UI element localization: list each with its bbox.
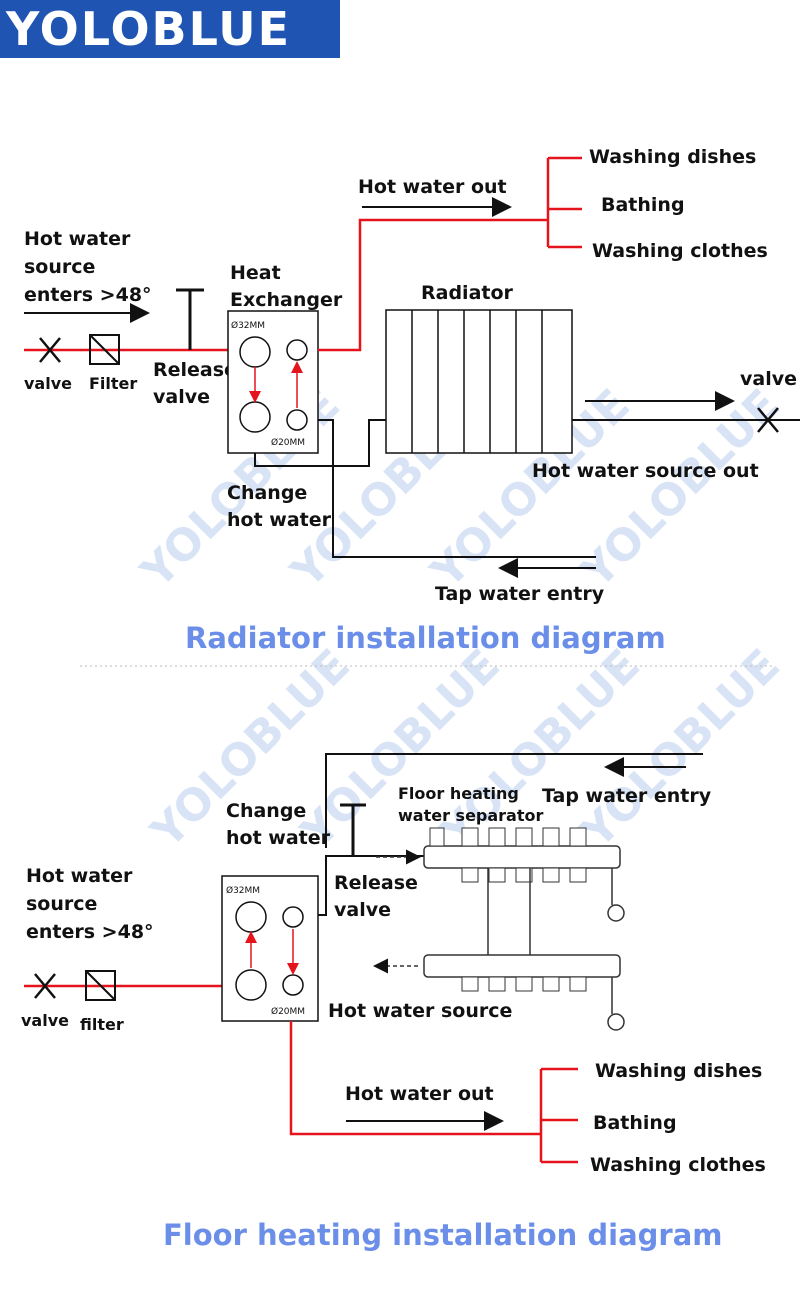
hot-water-source-line1: Hot water (24, 228, 131, 250)
radiator-diagram-title: Radiator installation diagram (185, 621, 666, 655)
valve-icon (39, 337, 61, 363)
valve-label: valve (24, 374, 72, 393)
floor-heat-exchanger: Ø32MM Ø20MM (221, 875, 319, 1022)
heat-exchanger: Ø32MM Ø20MM (227, 310, 319, 454)
tap-water-top-pipe (325, 753, 703, 848)
hot-water-source-out-label: Hot water source out (532, 460, 759, 482)
floor-hot-water-source-label: Hot water source (328, 1000, 512, 1022)
floor-release-valve-line1: Release (334, 872, 418, 894)
change-hot-water-line2: hot water (227, 509, 332, 531)
heat-exchanger-line2: Exchanger (230, 289, 343, 311)
hot-water-source-line2: source (24, 256, 95, 278)
hot-out-pipe (318, 218, 548, 352)
floor-dia-large: Ø32MM (226, 885, 260, 896)
release-valve-icon (176, 288, 204, 350)
dia-large-label: Ø32MM (231, 320, 265, 331)
separator-line2: water separator (398, 806, 543, 825)
radiator-diagram: Hot water source enters >48° valve Filte… (24, 146, 800, 655)
brand-logo: YOLOBLUE (0, 0, 340, 58)
floor-valve-label: valve (21, 1011, 69, 1030)
valve-right-icon (757, 407, 779, 433)
dia-small-label: Ø20MM (271, 437, 305, 448)
floor-hot-water-out-label: Hot water out (345, 1083, 494, 1105)
exchanger-radiator-pipe (254, 419, 386, 467)
floor-output-bathing: Bathing (593, 1112, 677, 1134)
floor-output-washing-dishes: Washing dishes (595, 1060, 762, 1082)
output-washing-dishes: Washing dishes (589, 146, 756, 168)
floor-heating-diagram: Tap water entry Floor heating water sepa… (21, 753, 766, 1252)
floor-change-hot-water-line1: Change (226, 800, 306, 822)
hot-water-source-line3: enters >48° (24, 284, 152, 306)
floor-change-hot-water-line2: hot water (226, 827, 331, 849)
floor-source-line3: enters >48° (26, 921, 154, 943)
floor-filter-label: filter (80, 1015, 124, 1034)
radiator-label: Radiator (421, 282, 514, 304)
hot-water-out-label: Hot water out (358, 176, 507, 198)
radiator (385, 309, 573, 454)
floor-release-valve-icon (340, 803, 366, 856)
filter-icon (89, 334, 120, 365)
floor-diagram-title: Floor heating installation diagram (163, 1218, 723, 1252)
release-valve-line1: Release (153, 359, 237, 381)
floor-release-valve-line2: valve (334, 899, 391, 921)
floor-filter-icon (85, 970, 116, 1001)
floor-source-line2: source (26, 893, 97, 915)
release-valve-line2: valve (153, 386, 210, 408)
separator-feed-pipe (318, 855, 430, 916)
valve-right-label: valve (740, 368, 797, 390)
heat-exchanger-line1: Heat (230, 262, 281, 284)
floor-output-washing-clothes: Washing clothes (590, 1154, 766, 1176)
tap-water-pipe (318, 419, 596, 558)
filter-label: Filter (89, 374, 137, 393)
change-hot-water-line1: Change (227, 482, 307, 504)
floor-hot-out-pipe (289, 1021, 541, 1136)
floor-source-line1: Hot water (26, 865, 133, 887)
floor-dia-small: Ø20MM (271, 1006, 305, 1017)
output-washing-clothes: Washing clothes (592, 240, 768, 262)
tap-water-entry-label: Tap water entry (435, 583, 605, 605)
floor-valve-icon (34, 973, 56, 999)
floor-tap-water-entry: Tap water entry (542, 785, 712, 807)
water-separator-manifold (373, 827, 625, 1031)
output-bathing: Bathing (601, 194, 685, 216)
separator-line1: Floor heating (398, 784, 519, 803)
